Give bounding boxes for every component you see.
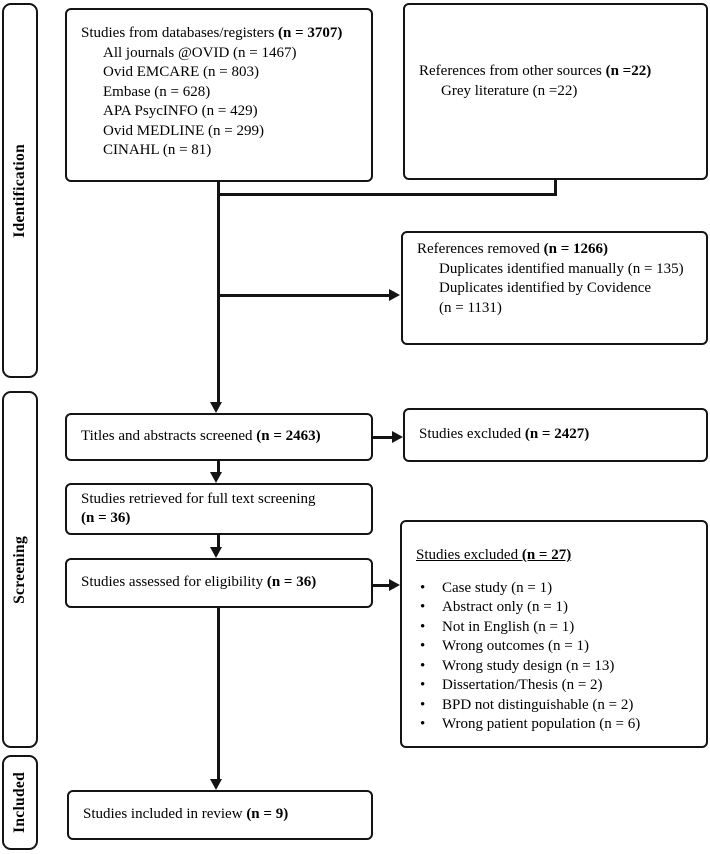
stage-included-label: Included <box>11 772 28 833</box>
text-line: CINAHL (n = 81) <box>103 142 212 158</box>
text-line: Grey literature (n =22) <box>441 82 578 99</box>
text-line: Studies assessed for eligibility (n = 36… <box>81 574 317 591</box>
box-full-text-retrieved: Studies retrieved for full text screenin… <box>65 483 373 535</box>
text-line: Not in English (n = 1) <box>416 618 698 638</box>
arrowhead-into-included-review <box>210 779 222 790</box>
arrowhead-into-excluded-screening <box>392 430 403 443</box>
connector-to-references-removed-line <box>218 293 389 297</box>
connector-other-sources-stub <box>553 180 557 195</box>
stage-included: Included <box>2 755 38 850</box>
box-assessed-eligibility: Studies assessed for eligibility (n = 36… <box>65 558 373 608</box>
box-other-sources: References from other sources (n =22) Gre… <box>403 3 708 180</box>
text-line: Studies excluded (n = 27) <box>416 547 572 563</box>
text-line: Duplicates identified manually (n = 135) <box>439 260 684 277</box>
connector-retrieved-to-assessed-line <box>216 535 220 547</box>
box-databases-registers: Studies from databases/registers (n = 37… <box>65 8 373 182</box>
text-line: References removed (n = 1266) <box>417 241 608 257</box>
text-line: Case study (n = 1) <box>416 579 698 599</box>
box-studies-excluded-eligibility: Studies excluded (n = 27) Case study (n … <box>400 520 708 748</box>
stage-identification: Identification <box>2 3 38 378</box>
text-line: Studies retrieved for full text screenin… <box>81 490 316 507</box>
text-line: All journals @OVID (n = 1467) <box>103 44 297 61</box>
box-titles-abstracts-screened: Titles and abstracts screened (n = 2463) <box>65 413 373 461</box>
excluded-eligibility-title: Studies excluded (n = 27) <box>416 546 698 566</box>
text-line: Studies excluded (n = 2427) <box>419 426 590 443</box>
text-line: Wrong outcomes (n = 1) <box>416 637 698 657</box>
excluded-eligibility-reasons: Case study (n = 1)Abstract only (n = 1)N… <box>416 579 698 735</box>
text-line: Abstract only (n = 1) <box>416 598 698 618</box>
text-line: References from other sources (n =22) <box>419 63 652 79</box>
text-line: Titles and abstracts screened (n = 2463) <box>81 428 321 445</box>
text-line: Wrong patient population (n = 6) <box>416 715 698 735</box>
connector-databases-to-screened-line <box>216 182 220 402</box>
connector-screened-to-excluded-line <box>373 435 392 439</box>
text-line: (n = 36) <box>81 510 131 526</box>
arrowhead-into-titles-screened <box>210 402 222 413</box>
arrowhead-into-assessed <box>210 547 222 558</box>
text-line: Wrong study design (n = 13) <box>416 657 698 677</box>
text-line: Embase (n = 628) <box>103 83 211 100</box>
text-line: (n = 1131) <box>439 299 502 316</box>
connector-assessed-to-excluded-line <box>373 583 389 587</box>
stage-identification-label: Identification <box>11 143 28 238</box>
arrowhead-into-excluded-eligibility <box>389 578 400 591</box>
box-studies-excluded-screening: Studies excluded (n = 2427) <box>403 408 708 462</box>
connector-other-sources-merge-line <box>216 192 557 196</box>
stage-screening: Screening <box>2 391 38 748</box>
box-included-review: Studies included in review (n = 9) <box>67 790 373 840</box>
connector-assessed-to-included-line <box>216 608 220 779</box>
text-line: Ovid MEDLINE (n = 299) <box>103 122 264 139</box>
text-line: Duplicates identified by Covidence <box>439 280 652 296</box>
connector-screened-to-retrieved-line <box>216 461 220 472</box>
text-line: APA PsycINFO (n = 429) <box>103 103 258 119</box>
text-line: Ovid EMCARE (n = 803) <box>103 64 259 80</box>
box-references-removed: References removed (n = 1266) Duplicates … <box>401 231 708 345</box>
stage-screening-label: Screening <box>11 535 28 604</box>
text-line: Dissertation/Thesis (n = 2) <box>416 676 698 696</box>
arrowhead-into-full-text-retrieved <box>210 472 222 483</box>
text-line: Studies included in review (n = 9) <box>83 806 289 823</box>
arrowhead-into-references-removed <box>389 288 400 301</box>
text-line: Studies from databases/registers (n = 37… <box>81 25 343 41</box>
text-line: BPD not distinguishable (n = 2) <box>416 696 698 716</box>
